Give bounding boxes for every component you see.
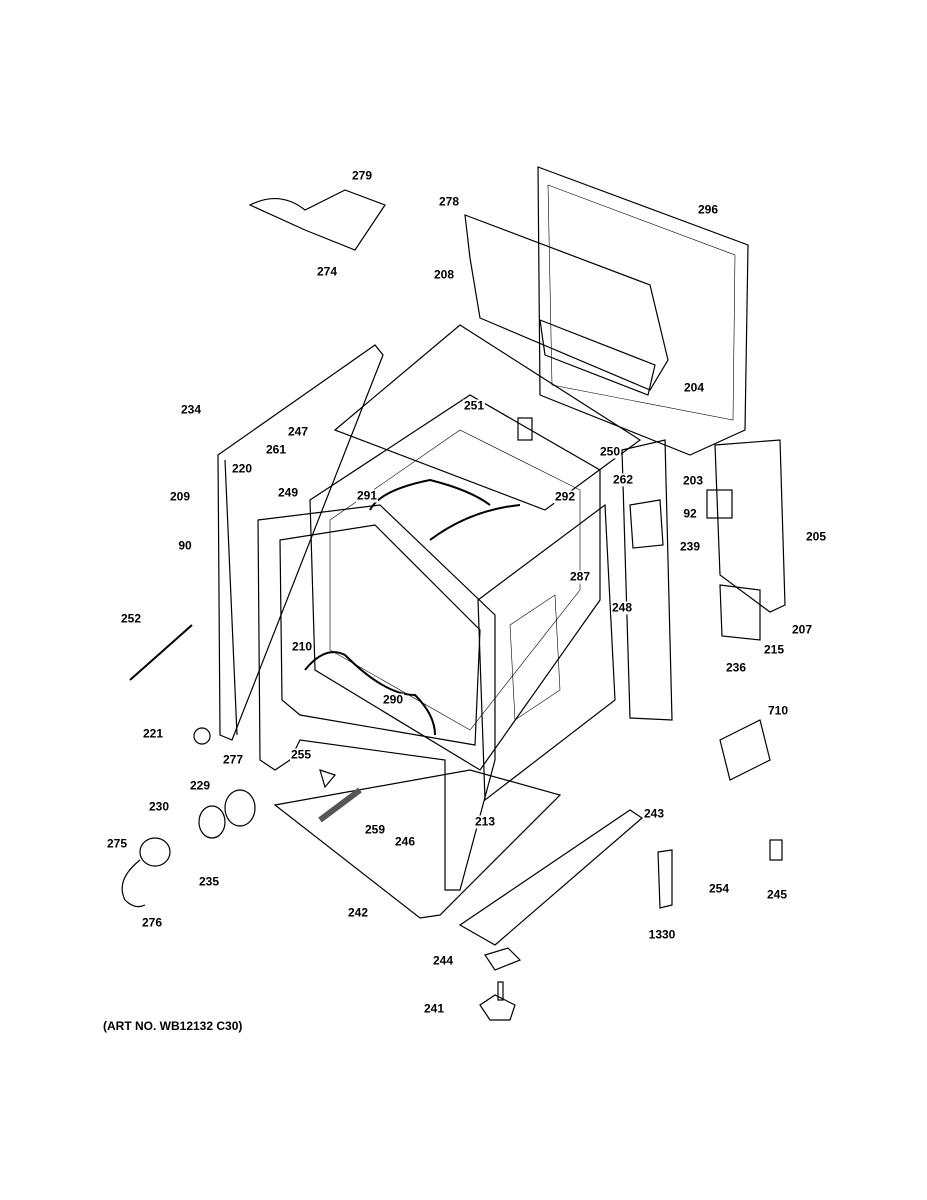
- callout-220: 220: [230, 461, 254, 476]
- callout-246: 246: [393, 834, 417, 849]
- callout-221: 221: [141, 726, 165, 741]
- callout-259: 259: [363, 822, 387, 837]
- callout-249: 249: [276, 485, 300, 500]
- callout-276: 276: [140, 915, 164, 930]
- callout-261: 261: [264, 442, 288, 457]
- back-cover-278: [464, 214, 669, 396]
- callout-255: 255: [289, 747, 313, 762]
- side-panel-right: [477, 439, 673, 802]
- callout-262: 262: [611, 472, 635, 487]
- callout-254: 254: [707, 881, 731, 896]
- callout-279: 279: [350, 168, 374, 183]
- callout-204: 204: [682, 380, 706, 395]
- callout-287: 287: [568, 569, 592, 584]
- callout-245: 245: [765, 887, 789, 902]
- callout-275: 275: [105, 836, 129, 851]
- top-panel-247: [333, 324, 642, 511]
- callout-290: 290: [381, 692, 405, 707]
- callout-243: 243: [642, 806, 666, 821]
- callout-710: 710: [766, 703, 790, 718]
- kickplate-243: [458, 809, 643, 946]
- callout-208: 208: [432, 267, 456, 282]
- callout-229: 229: [188, 778, 212, 793]
- callout-244: 244: [431, 953, 455, 968]
- bottom-panel-242: [273, 769, 562, 919]
- back-panel: [537, 166, 749, 456]
- callout-209: 209: [168, 489, 192, 504]
- callout-235: 235: [197, 874, 221, 889]
- callout-207: 207: [790, 622, 814, 637]
- callout-215: 215: [762, 642, 786, 657]
- callout-250: 250: [598, 444, 622, 459]
- callout-252: 252: [119, 611, 143, 626]
- callout-230: 230: [147, 799, 171, 814]
- callout-203: 203: [681, 473, 705, 488]
- oven-liner: [309, 394, 601, 771]
- callout-92: 92: [682, 506, 698, 521]
- callout-296: 296: [696, 202, 720, 217]
- callout-239: 239: [678, 539, 702, 554]
- callout-236: 236: [724, 660, 748, 675]
- control-box-205: [706, 439, 786, 613]
- callout-277: 277: [221, 752, 245, 767]
- callout-241: 241: [422, 1001, 446, 1016]
- front-frame: [257, 504, 496, 891]
- callout-291: 291: [355, 488, 379, 503]
- callout-90: 90: [177, 538, 193, 553]
- misc-parts: [121, 189, 783, 1021]
- callout-248: 248: [610, 600, 634, 615]
- callout-234: 234: [179, 402, 203, 417]
- callout-274: 274: [315, 264, 339, 279]
- callout-242: 242: [346, 905, 370, 920]
- callout-213: 213: [473, 814, 497, 829]
- callout-210: 210: [290, 639, 314, 654]
- callout-292: 292: [553, 489, 577, 504]
- callout-205: 205: [804, 529, 828, 544]
- side-panel-209: [217, 344, 384, 741]
- callout-247: 247: [286, 424, 310, 439]
- art-number: (ART NO. WB12132 C30): [103, 1019, 243, 1033]
- callout-278: 278: [437, 194, 461, 209]
- callout-251: 251: [462, 398, 486, 413]
- callout-1330: 1330: [647, 927, 677, 942]
